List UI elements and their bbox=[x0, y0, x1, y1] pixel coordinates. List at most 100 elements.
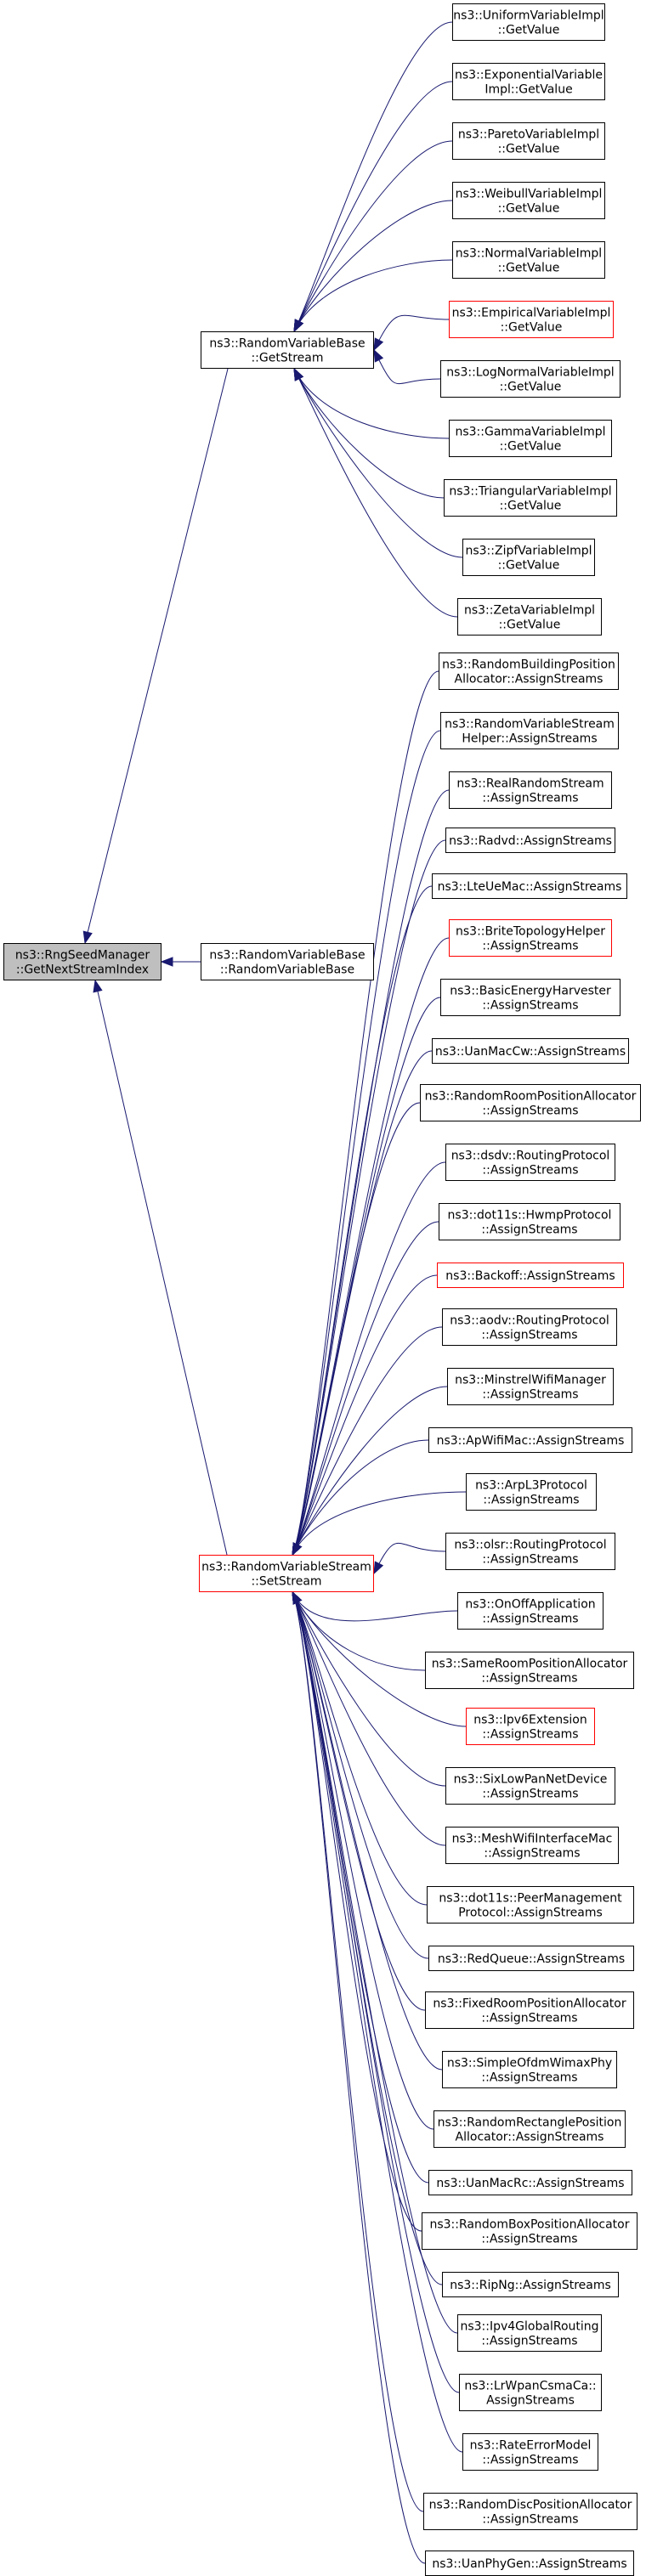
node-label: ::AssignStreams bbox=[482, 1164, 578, 1178]
node-g11[interactable]: ns3::ZetaVariableImpl::GetValue bbox=[457, 598, 602, 636]
node-label: ::AssignStreams bbox=[482, 2454, 578, 2467]
node-s20[interactable]: ns3::Ipv6Extension::AssignStreams bbox=[466, 1708, 595, 1745]
node-label: ::AssignStreams bbox=[482, 792, 578, 805]
node-g8[interactable]: ns3::GammaVariableImpl::GetValue bbox=[449, 420, 612, 457]
edge-line bbox=[292, 1591, 429, 1959]
edge-line bbox=[292, 1050, 433, 1556]
edge-line bbox=[292, 1439, 429, 1556]
node-g10[interactable]: ns3::ZipfVariableImpl::GetValue bbox=[462, 539, 595, 576]
node-label: ns3::UniformVariableImpl bbox=[453, 9, 604, 23]
edge-g2-to-getstream bbox=[293, 81, 453, 333]
node-g7[interactable]: ns3::LogNormalVariableImpl::GetValue bbox=[440, 360, 620, 398]
node-s30[interactable]: ns3::RipNg::AssignStreams bbox=[442, 2272, 619, 2297]
edge-line bbox=[292, 1591, 458, 1622]
edge-s22-to-setstream bbox=[292, 1590, 446, 1846]
node-s34[interactable]: ns3::RandomDiscPositionAllocator::Assign… bbox=[423, 2493, 638, 2530]
node-s32[interactable]: ns3::LrWpanCsmaCa::AssignStreams bbox=[459, 2374, 602, 2411]
node-s28[interactable]: ns3::UanMacRc::AssignStreams bbox=[428, 2170, 632, 2195]
node-g4[interactable]: ns3::WeibullVariableImpl::GetValue bbox=[452, 182, 605, 219]
node-s19[interactable]: ns3::SameRoomPositionAllocator::AssignSt… bbox=[425, 1652, 634, 1689]
node-s33[interactable]: ns3::RateErrorModel::AssignStreams bbox=[462, 2433, 598, 2471]
node-label: ns3::Ipv6Extension bbox=[473, 1714, 586, 1727]
edge-line bbox=[292, 1591, 426, 2564]
edge-line bbox=[293, 200, 453, 332]
node-s29[interactable]: ns3::RandomBoxPositionAllocator::AssignS… bbox=[422, 2212, 638, 2250]
edge-line bbox=[373, 1542, 446, 1574]
node-s17[interactable]: ns3::olsr::RoutingProtocol::AssignStream… bbox=[445, 1533, 615, 1570]
node-box bbox=[439, 652, 619, 690]
edge-s10-to-setstream bbox=[292, 1161, 446, 1556]
node-g6[interactable]: ns3::EmpiricalVariableImpl::GetValue bbox=[449, 301, 614, 338]
edge-s11-to-setstream bbox=[292, 1221, 439, 1556]
node-s8[interactable]: ns3::UanMacCw::AssignStreams bbox=[432, 1038, 629, 1064]
node-box bbox=[447, 1368, 614, 1405]
node-setstream[interactable]: ns3::RandomVariableStream::SetStream bbox=[199, 1555, 374, 1592]
node-s18[interactable]: ns3::OnOffApplication::AssignStreams bbox=[457, 1592, 604, 1630]
node-box bbox=[445, 1767, 615, 1805]
node-label: ::GetValue bbox=[500, 500, 562, 513]
node-label: ::AssignStreams bbox=[482, 940, 578, 953]
node-s4[interactable]: ns3::Radvd::AssignStreams bbox=[445, 828, 615, 853]
edge-line bbox=[373, 349, 441, 385]
node-s9[interactable]: ns3::RandomRoomPositionAllocator::Assign… bbox=[420, 1084, 641, 1121]
node-s5[interactable]: ns3::LteUeMac::AssignStreams bbox=[432, 873, 627, 899]
node-s25[interactable]: ns3::FixedRoomPositionAllocator::AssignS… bbox=[425, 1991, 634, 2029]
edge-g7-to-getstream bbox=[373, 348, 441, 385]
node-label: ns3::ExponentialVariable bbox=[455, 69, 603, 82]
node-label: ns3::BasicEnergyHarvester bbox=[450, 985, 611, 998]
edge-g4-to-getstream bbox=[293, 200, 453, 333]
node-label: Impl::GetValue bbox=[484, 83, 572, 97]
node-s11[interactable]: ns3::dot11s::HwmpProtocol::AssignStreams bbox=[439, 1203, 620, 1240]
node-s23[interactable]: ns3::dot11s::PeerManagementProtocol::Ass… bbox=[427, 1886, 634, 1924]
edge-line bbox=[293, 368, 450, 439]
node-label: ns3::RandomVariableBase bbox=[209, 337, 365, 351]
node-s13[interactable]: ns3::aodv::RoutingProtocol::AssignStream… bbox=[442, 1308, 617, 1346]
node-s1[interactable]: ns3::RandomBuildingPositionAllocator::As… bbox=[439, 652, 619, 690]
node-box bbox=[428, 1427, 632, 1453]
edge-line bbox=[292, 1386, 448, 1556]
node-box bbox=[199, 1555, 374, 1592]
node-s35[interactable]: ns3::UanPhyGen::AssignStreams bbox=[425, 2551, 634, 2576]
node-s22[interactable]: ns3::MeshWifiInterfaceMac::AssignStreams bbox=[445, 1827, 619, 1864]
node-s2[interactable]: ns3::RandomVariableStreamHelper::AssignS… bbox=[440, 712, 619, 749]
node-label: ns3::RipNg::AssignStreams bbox=[450, 2279, 611, 2292]
node-s6[interactable]: ns3::BriteTopologyHelper::AssignStreams bbox=[449, 919, 612, 957]
node-s14[interactable]: ns3::MinstrelWifiManager::AssignStreams bbox=[447, 1368, 614, 1405]
node-s16[interactable]: ns3::ArpL3Protocol::AssignStreams bbox=[466, 1473, 597, 1511]
node-s15[interactable]: ns3::ApWifiMac::AssignStreams bbox=[428, 1427, 632, 1453]
node-label: AssignStreams bbox=[486, 2394, 575, 2408]
edge-arrowhead bbox=[373, 348, 384, 363]
node-s26[interactable]: ns3::SimpleOfdmWimaxPhy::AssignStreams bbox=[442, 2051, 617, 2088]
edge-line bbox=[293, 81, 453, 332]
node-g1[interactable]: ns3::UniformVariableImpl::GetValue bbox=[452, 3, 605, 41]
node-root[interactable]: ns3::RngSeedManager::GetNextStreamIndex bbox=[3, 943, 162, 980]
node-label: ns3::MeshWifiInterfaceMac bbox=[452, 1833, 613, 1846]
node-label: ::GetValue bbox=[501, 321, 563, 335]
node-box bbox=[445, 1827, 619, 1864]
node-s21[interactable]: ns3::SixLowPanNetDevice::AssignStreams bbox=[445, 1767, 615, 1805]
node-s31[interactable]: ns3::Ipv4GlobalRouting::AssignStreams bbox=[457, 2314, 602, 2352]
node-label: ns3::ArpL3Protocol bbox=[475, 1479, 587, 1493]
edge-getstream-to-root bbox=[82, 368, 229, 945]
node-g9[interactable]: ns3::TriangularVariableImpl::GetValue bbox=[444, 479, 617, 517]
nodes-layer: ns3::RngSeedManager::GetNextStreamIndexn… bbox=[3, 3, 641, 2576]
node-label: ::AssignStreams bbox=[484, 1847, 580, 1861]
node-label: ns3::TriangularVariableImpl bbox=[449, 485, 611, 499]
node-g5[interactable]: ns3::NormalVariableImpl::GetValue bbox=[452, 241, 605, 279]
node-g3[interactable]: ns3::ParetoVariableImpl::GetValue bbox=[452, 122, 605, 160]
node-s7[interactable]: ns3::BasicEnergyHarvester::AssignStreams bbox=[440, 979, 620, 1016]
node-box bbox=[445, 1144, 615, 1181]
edge-line bbox=[292, 1591, 458, 2334]
edge-g9-to-getstream bbox=[293, 367, 445, 499]
node-s27[interactable]: ns3::RandomRectanglePositionAllocator::A… bbox=[434, 2110, 626, 2148]
node-label: ::AssignStreams bbox=[482, 1613, 578, 1626]
node-getstream[interactable]: ns3::RandomVariableBase::GetStream bbox=[201, 331, 374, 369]
node-rvbase[interactable]: ns3::RandomVariableBase::RandomVariableB… bbox=[201, 943, 374, 980]
node-label: ns3::EmpiricalVariableImpl bbox=[452, 307, 611, 320]
node-s3[interactable]: ns3::RealRandomStream::AssignStreams bbox=[449, 771, 612, 809]
node-label: ns3::olsr::RoutingProtocol bbox=[454, 1539, 606, 1552]
node-s24[interactable]: ns3::RedQueue::AssignStreams bbox=[428, 1946, 634, 1971]
node-s12[interactable]: ns3::Backoff::AssignStreams bbox=[437, 1263, 624, 1288]
node-s10[interactable]: ns3::dsdv::RoutingProtocol::AssignStream… bbox=[445, 1144, 615, 1181]
